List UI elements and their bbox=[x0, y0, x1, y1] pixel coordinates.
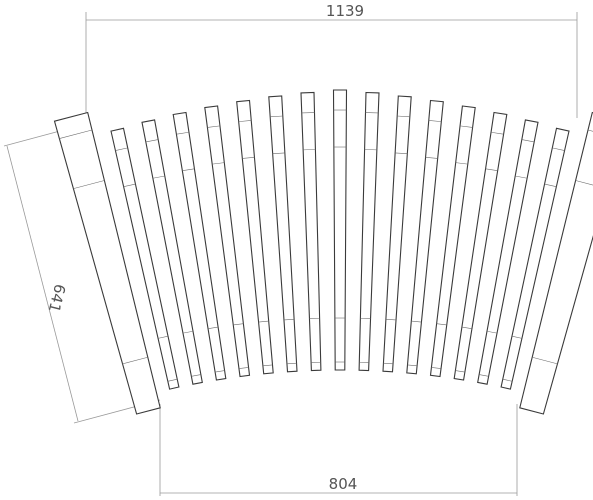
slat-support-line bbox=[459, 125, 473, 128]
slat-support-line bbox=[215, 370, 225, 373]
bench-slat bbox=[141, 119, 203, 385]
bench-slat bbox=[500, 127, 570, 390]
end-piece-line bbox=[532, 356, 558, 365]
slat-support-line bbox=[407, 364, 418, 367]
slat-support-line bbox=[283, 318, 295, 321]
slat-support-line bbox=[272, 152, 285, 154]
slat-support-line bbox=[486, 330, 498, 334]
slat-support-line bbox=[270, 115, 283, 118]
slat-support-line bbox=[262, 364, 273, 367]
bench-slat bbox=[477, 119, 539, 385]
slat-support-line bbox=[428, 120, 442, 122]
slat-support-line bbox=[383, 362, 394, 365]
slat-support-line bbox=[176, 131, 189, 135]
slat-support-line bbox=[511, 335, 523, 339]
slat-support-line bbox=[461, 326, 472, 329]
slat-support-line bbox=[502, 378, 513, 382]
dimension-label-side: 641 bbox=[45, 282, 69, 314]
slat-support-line bbox=[115, 147, 128, 151]
slat-support-line bbox=[411, 320, 422, 323]
slat-support-line bbox=[455, 370, 465, 373]
dimension-label-top: 1139 bbox=[326, 2, 364, 20]
bench-slat bbox=[110, 127, 180, 390]
bench-end-piece bbox=[53, 111, 161, 415]
slat-support-line bbox=[286, 362, 297, 365]
bench-slat bbox=[236, 99, 274, 375]
slat-support-line bbox=[157, 335, 169, 339]
bench-slat bbox=[406, 99, 444, 375]
dimension-top-width: 1139 bbox=[85, 2, 578, 120]
slat-support-line bbox=[258, 320, 269, 323]
slat-support-line bbox=[238, 367, 249, 369]
bench-end-piece bbox=[519, 111, 593, 415]
slat-support-line bbox=[479, 374, 489, 377]
slat-support-line bbox=[182, 168, 195, 172]
end-piece-line bbox=[575, 180, 593, 186]
slat-support-line bbox=[395, 152, 408, 154]
slat-support-line bbox=[191, 374, 201, 377]
dimension-label-bottom: 804 bbox=[329, 475, 358, 493]
slat-support-line bbox=[544, 183, 557, 187]
slat-support-line bbox=[123, 183, 136, 187]
slat-support-line bbox=[515, 175, 528, 179]
slat-support-line bbox=[167, 378, 178, 382]
bench-slat bbox=[268, 95, 298, 373]
end-piece-line bbox=[122, 356, 148, 365]
bench-slat bbox=[332, 89, 348, 371]
slat-support-line bbox=[521, 139, 535, 143]
slat-support-line bbox=[436, 323, 447, 326]
bench-slat bbox=[204, 105, 251, 378]
bench-slat bbox=[300, 91, 322, 372]
slat-support-line bbox=[145, 139, 159, 143]
slat-support-line bbox=[182, 330, 194, 334]
slat-support-line bbox=[212, 162, 225, 165]
slat-support-line bbox=[242, 157, 255, 159]
bench-slats bbox=[53, 89, 593, 415]
bench-slat bbox=[358, 91, 380, 372]
slat-support-line bbox=[431, 367, 442, 369]
slat-support-line bbox=[485, 168, 498, 172]
slat-support-line bbox=[207, 125, 221, 128]
slat-support-line bbox=[152, 175, 165, 179]
slat-support-line bbox=[385, 318, 397, 321]
bench-slat bbox=[429, 105, 476, 378]
bench-slat bbox=[453, 111, 508, 381]
bench-slat bbox=[382, 95, 412, 373]
slat-support-line bbox=[425, 157, 438, 159]
slat-support-line bbox=[552, 147, 565, 151]
dimension-bottom-width: 804 bbox=[159, 404, 518, 496]
end-piece-line bbox=[59, 129, 93, 139]
slat-support-line bbox=[233, 323, 244, 326]
end-piece-line bbox=[73, 180, 105, 189]
slat-support-line bbox=[208, 326, 219, 329]
slat-support-line bbox=[397, 115, 410, 118]
slat-support-line bbox=[238, 120, 252, 122]
slat-support-line bbox=[491, 131, 504, 135]
bench-slat bbox=[172, 111, 227, 381]
slat-support-line bbox=[455, 162, 468, 165]
dimension-line bbox=[6, 145, 79, 422]
